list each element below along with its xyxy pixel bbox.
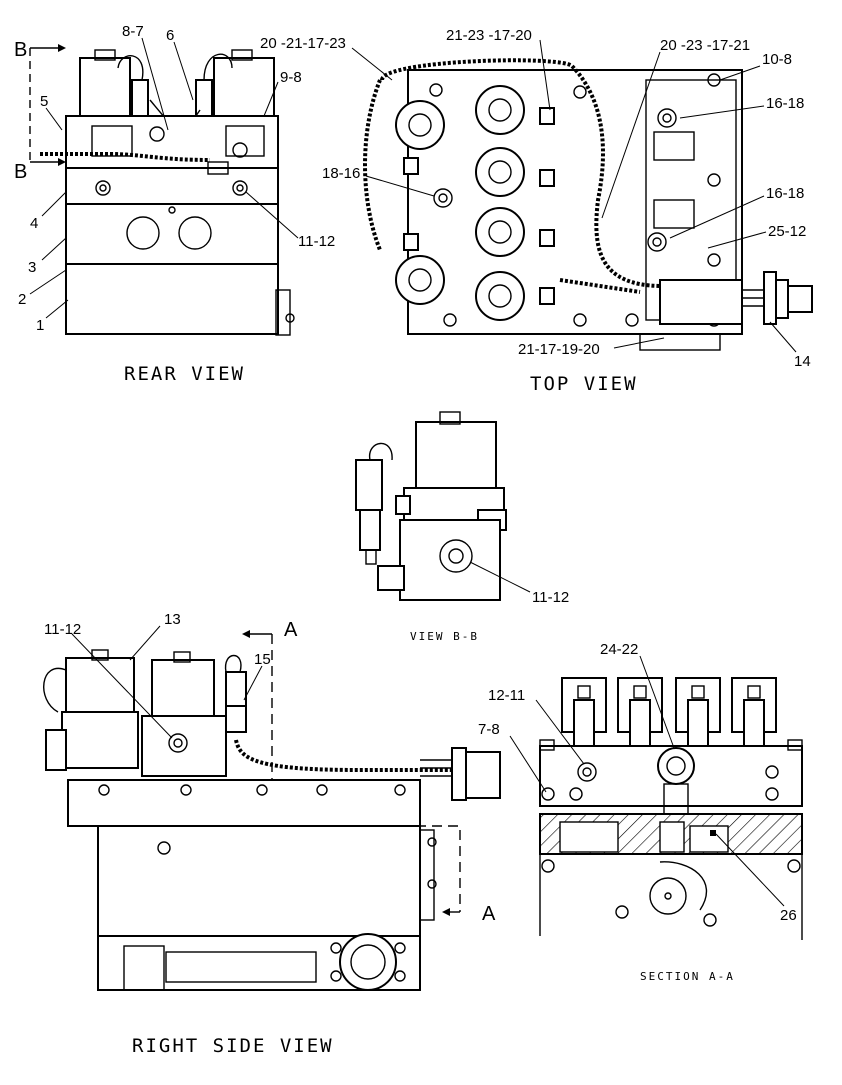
section-letter-b-bottom: B xyxy=(14,161,27,183)
callout-rear-1: 1 xyxy=(36,317,44,334)
section-marker-b: B B xyxy=(14,39,66,183)
bb-solenoid xyxy=(415,421,497,493)
side-housing xyxy=(97,825,421,937)
callout-rear-5: 5 xyxy=(40,93,48,110)
top-harness xyxy=(380,58,740,288)
rear-solenoid-right xyxy=(213,57,275,119)
callout-top-20-23-17-21: 20 -23 -17-21 xyxy=(660,37,750,54)
side-solenoid-left xyxy=(65,657,135,715)
rear-connector-right xyxy=(195,79,213,121)
section-cover-ring xyxy=(657,747,695,785)
callout-section-24-22: 24-22 xyxy=(600,641,638,658)
side-harness xyxy=(234,739,452,772)
callout-side-15: 15 xyxy=(254,651,271,668)
callout-top-18-16: 18-16 xyxy=(322,165,360,182)
section-lower-block xyxy=(539,853,803,940)
side-base xyxy=(97,935,421,991)
rear-housing xyxy=(65,203,279,265)
callout-section-12-11: 12-11 xyxy=(488,687,525,704)
side-flange xyxy=(339,933,397,991)
rear-solenoid-left xyxy=(79,57,131,119)
callout-rear-2: 2 xyxy=(18,291,26,308)
callout-rear-9-8: 9-8 xyxy=(280,69,302,86)
rear-connector-left xyxy=(131,79,149,121)
view-bb-title: VIEW B-B xyxy=(410,630,479,643)
callout-top-21-17-19-20: 21-17-19-20 xyxy=(518,341,600,358)
callout-section-7-8: 7-8 xyxy=(478,721,500,738)
top-fitting xyxy=(763,271,777,325)
callout-rear-4: 4 xyxy=(30,215,38,232)
section-a-a: 24-22 12-11 7-8 26 SECTION A-A xyxy=(478,641,803,983)
callout-top-21-23-17-20: 21-23 -17-20 xyxy=(446,27,532,44)
side-solenoid-right xyxy=(151,659,215,719)
callout-top-14: 14 xyxy=(794,353,811,370)
view-b-b: 11-12 VIEW B-B xyxy=(355,411,569,643)
side-connector xyxy=(225,705,247,733)
section-letter-a-top: A xyxy=(284,619,298,641)
section-letter-a-bottom: A xyxy=(482,903,496,925)
bb-connector xyxy=(355,459,383,511)
right-side-view: A A xyxy=(43,611,501,1057)
callout-section-26: 26 xyxy=(780,907,797,924)
side-plate xyxy=(67,779,421,827)
top-view: 20 -21-17-23 21-23 -17-20 20 -23 -17-21 … xyxy=(260,27,813,395)
rear-view: B B xyxy=(14,23,335,385)
callout-top-25-12: 25-12 xyxy=(768,223,806,240)
callout-side-13: 13 xyxy=(164,611,181,628)
callout-rear-8-7: 8-7 xyxy=(122,23,144,40)
callout-rear-6: 6 xyxy=(166,27,174,44)
top-view-title: TOP VIEW xyxy=(530,373,638,395)
callout-top-16-18-a: 16-18 xyxy=(766,95,804,112)
callout-side-11-12: 11-12 xyxy=(44,621,81,638)
section-letter-b-top: B xyxy=(14,39,27,61)
right-side-view-title: RIGHT SIDE VIEW xyxy=(132,1035,334,1057)
rear-view-title: REAR VIEW xyxy=(124,363,245,385)
callout-top-10-8: 10-8 xyxy=(762,51,792,68)
rear-base xyxy=(65,263,279,335)
callout-bb-11-12: 11-12 xyxy=(532,589,569,606)
callout-top-20-21-17-23: 20 -21-17-23 xyxy=(260,35,346,52)
callout-rear-3: 3 xyxy=(28,259,36,276)
callout-top-16-18-b: 16-18 xyxy=(766,185,804,202)
callout-rear-11-12: 11-12 xyxy=(298,233,335,250)
section-aa-title: SECTION A-A xyxy=(640,970,735,983)
